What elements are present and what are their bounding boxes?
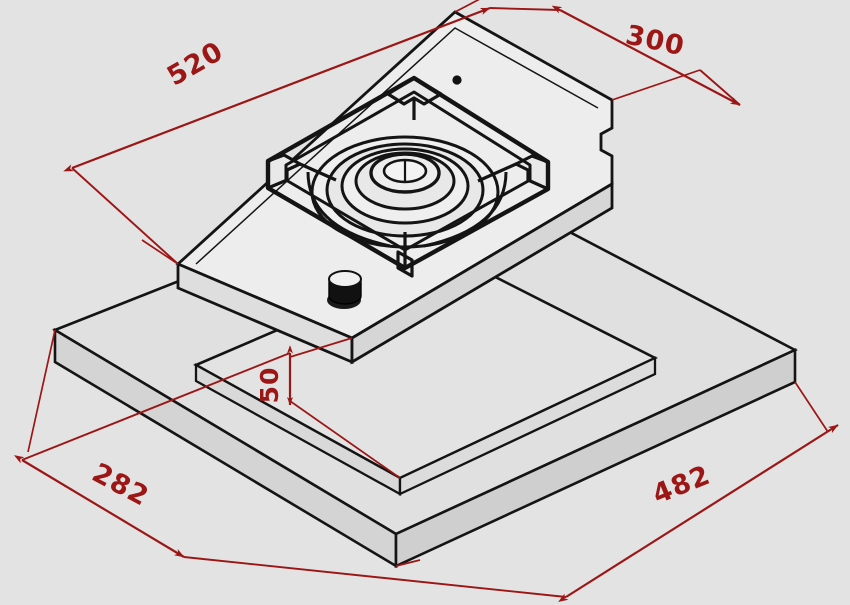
dim-leader-300-right: [699, 69, 741, 106]
dim-leader-50-bottom: [289, 400, 401, 479]
ext-line-counter-left: [27, 329, 56, 453]
ext-line-counter-right: [794, 381, 829, 433]
knob-top-face: [328, 270, 362, 288]
hob-edge-notch: [599, 127, 613, 157]
dim-line-520: [63, 6, 491, 172]
ext-line-counter-front: [395, 559, 421, 567]
dim-line-282: [13, 455, 185, 558]
dim-line-300: [551, 5, 741, 106]
dim-label-482: 482: [648, 460, 715, 511]
dim-label-520: 520: [162, 36, 229, 93]
hob-right-side-face: [350, 181, 614, 365]
dim-label-50: 50: [255, 367, 284, 404]
ext-line-hob-apex: [454, 0, 480, 13]
ext-line-hob-left: [141, 239, 179, 265]
grate-support-arc-right: [423, 171, 508, 248]
dim-leader-300-top: [489, 7, 561, 11]
dim-label-300: 300: [623, 20, 688, 63]
grate-finger-right: [477, 162, 517, 183]
dim-leader-520: [71, 167, 179, 265]
gas-control-knob[interactable]: [327, 270, 362, 309]
dim-line-482: [558, 424, 839, 603]
dim-leader-282-down: [183, 556, 567, 598]
grate-support-arc-left: [306, 171, 391, 248]
dim-leader-282-up: [21, 352, 291, 461]
dimension-lines: [13, 0, 839, 603]
dim-leader-50-top: [289, 337, 353, 358]
worktop-cutout-inner-wall-right: [398, 356, 657, 496]
ignition-electrode-point: [452, 75, 462, 85]
ext-line-hob-right: [611, 69, 701, 101]
